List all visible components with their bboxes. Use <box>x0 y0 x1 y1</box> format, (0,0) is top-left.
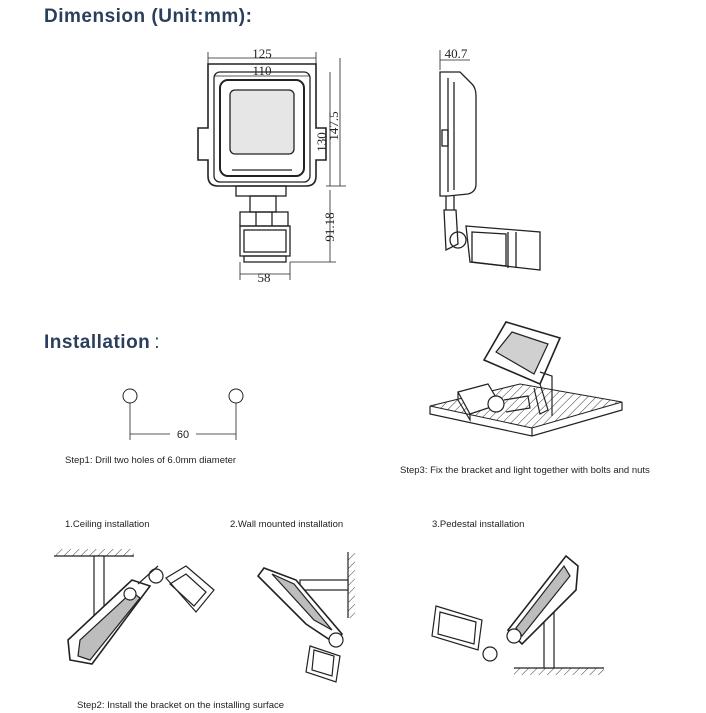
step1-caption: Step1: Drill two holes of 6.0mm diameter <box>65 455 237 466</box>
drill-spacing-label: 60 <box>177 429 189 441</box>
dim-width-outer: 125 <box>252 46 272 61</box>
pedestal-installation-caption: 3.Pedestal installation <box>432 519 525 530</box>
installation-title: Installation: <box>44 332 160 354</box>
wall-installation-caption: 2.Wall mounted installation <box>230 519 344 530</box>
dim-width-inner: 110 <box>252 63 271 78</box>
dim-depth: 40.7 <box>445 46 468 61</box>
step3-caption: Step3: Fix the bracket and light togethe… <box>400 465 650 476</box>
installation-title-colon: : <box>154 332 161 353</box>
assembly-drawing <box>429 321 623 437</box>
pedestal-installation-drawing <box>431 554 604 675</box>
ceiling-installation-caption: 1.Ceiling installation <box>65 519 150 530</box>
installation-title-text: Installation <box>44 332 151 353</box>
dimension-title: Dimension (Unit:mm): <box>44 6 253 27</box>
side-view-drawing <box>439 71 541 271</box>
dim-sensor-height: 91.18 <box>322 212 337 241</box>
side-dimension-lines <box>439 50 470 70</box>
dim-sensor-width: 58 <box>258 270 271 285</box>
drill-holes-drawing <box>122 388 244 440</box>
wall-installation-drawing <box>256 552 355 683</box>
dim-height-total: 147.5 <box>326 111 341 140</box>
front-view-drawing <box>197 63 327 263</box>
dim-height-body: 130 <box>314 132 329 152</box>
front-dimension-lines <box>207 52 346 280</box>
ceiling-installation-drawing <box>54 549 215 665</box>
step2-caption: Step2: Install the bracket on the instal… <box>77 700 285 711</box>
